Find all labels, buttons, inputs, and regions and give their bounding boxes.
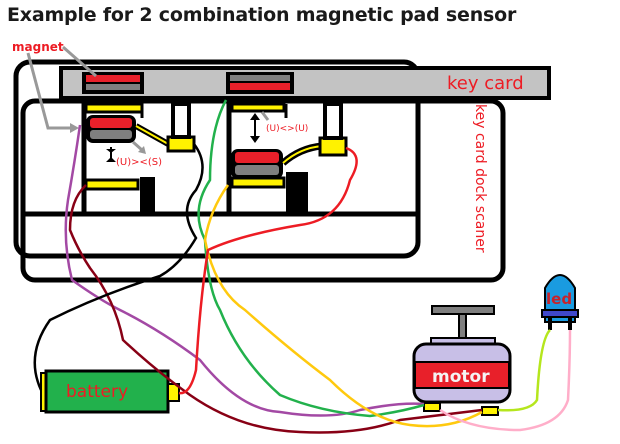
sensor-2-top-contact — [230, 102, 286, 113]
sensor-1-magnet-south — [90, 130, 132, 139]
led-label: led — [546, 290, 572, 308]
sensor-1-terminal — [166, 135, 196, 153]
led-leg-right — [568, 317, 572, 330]
sensor-2-bottom-contact — [230, 176, 286, 189]
sensor-2-pointer-arrow-icon — [260, 111, 270, 121]
wire-purple — [64, 124, 425, 417]
sensor-1-state-label: (U)><(S) — [116, 157, 162, 168]
key-card-label: key card — [447, 73, 524, 94]
led-leg-left — [548, 317, 552, 330]
sensor-2-magnet-north — [235, 152, 279, 163]
card-magnet-2-north — [230, 83, 290, 90]
motor-band — [414, 361, 510, 389]
card-magnet-1-north — [86, 75, 140, 82]
wire-yellow — [203, 184, 483, 428]
sensor-1-pointer-arrow-icon — [138, 146, 146, 154]
motor-shaft — [458, 313, 467, 339]
sensor-1-magnet-north — [90, 118, 132, 128]
sensor-1-post — [171, 102, 191, 139]
sensor-1-top-contact — [84, 102, 144, 114]
wire-green — [197, 99, 425, 418]
battery-label: battery — [66, 382, 128, 402]
magnet-label: magnet — [12, 40, 64, 54]
wire-black — [33, 143, 204, 391]
wire-red — [178, 146, 358, 395]
motor-terminal-right — [481, 406, 499, 416]
sensor-2-post — [323, 102, 343, 140]
diagram-title: Example for 2 combination magnetic pad s… — [7, 4, 517, 26]
sensor-1-block — [140, 177, 155, 214]
motor-label: motor — [432, 367, 490, 387]
sensor-1-compress-arrow-icon — [106, 149, 116, 162]
sensor-1-bottom-contact — [84, 178, 140, 191]
sensor-2-state-label: (U)<>(U) — [266, 124, 308, 134]
wire-pink — [439, 329, 572, 432]
sensor-2-terminal — [318, 136, 348, 157]
wire-lime — [497, 329, 551, 412]
sensor-2-block — [286, 172, 308, 214]
sensor-2-magnet-south — [235, 165, 279, 175]
magnet-pointer-sensor-icon — [70, 123, 79, 133]
led-rim — [541, 309, 579, 318]
motor-terminal-left — [423, 402, 441, 412]
sensor-2-separate-arrow-icon — [250, 113, 260, 143]
dock-scanner-label: key card dock scaner — [472, 104, 488, 253]
card-magnet-2-south — [230, 75, 290, 81]
motor-shaft-head — [431, 305, 495, 315]
magnet-pointer-card-icon — [62, 45, 97, 78]
card-magnet-1-south — [86, 84, 140, 90]
dock-scanner-frame — [20, 98, 506, 283]
dock-outer-frame — [13, 59, 421, 259]
